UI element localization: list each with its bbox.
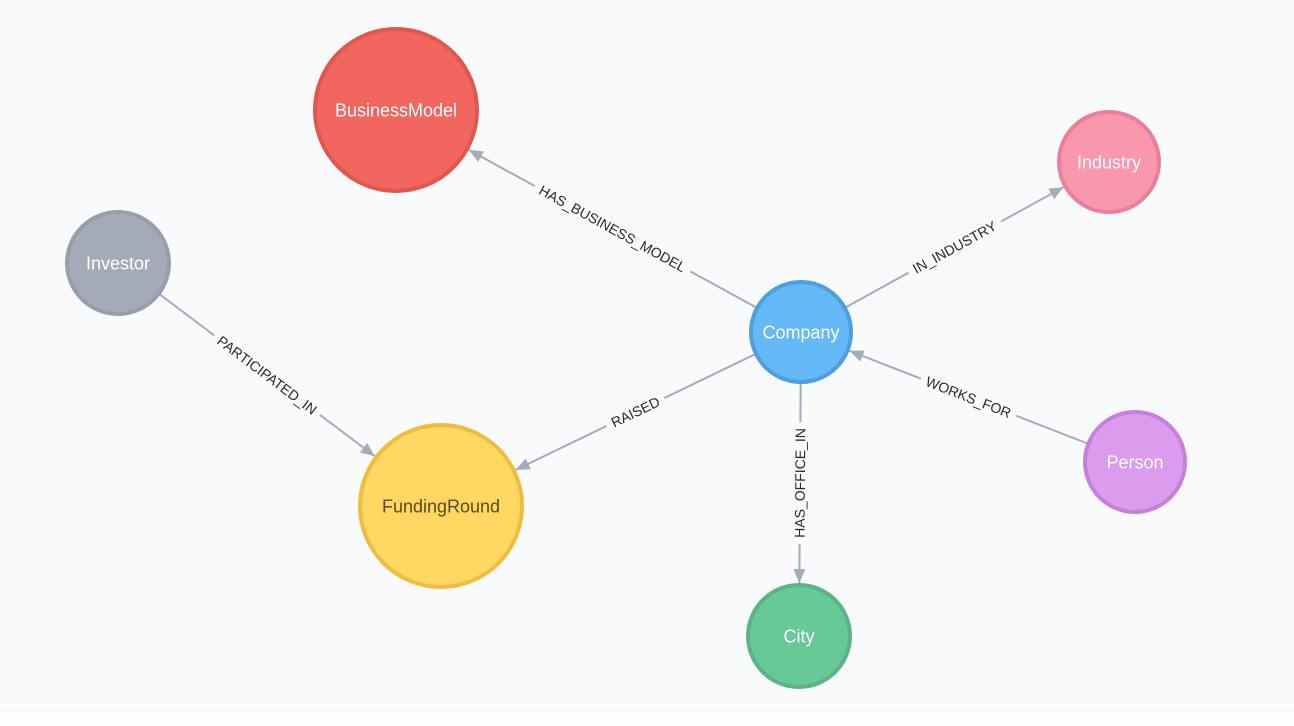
- node-circle-company[interactable]: [749, 280, 853, 384]
- node-funding-round[interactable]: FundingRound: [358, 423, 524, 589]
- node-circle-industry[interactable]: [1057, 110, 1161, 214]
- edge-label-halo: [904, 213, 1006, 281]
- edge-label-has-business-model[interactable]: HAS_BUSINESS_MODEL: [536, 182, 689, 275]
- edge-label-participated-in[interactable]: PARTICIPATED_IN: [214, 333, 320, 418]
- node-industry[interactable]: Industry: [1057, 110, 1161, 214]
- edge-label-halo: [208, 328, 326, 423]
- node-circle-person[interactable]: [1083, 410, 1187, 514]
- node-circle-city[interactable]: [746, 583, 852, 689]
- node-circle-investor[interactable]: [65, 210, 171, 316]
- edge-label-halo: [530, 178, 695, 280]
- node-circle-funding-round[interactable]: [358, 423, 524, 589]
- node-investor[interactable]: Investor: [65, 210, 171, 316]
- edge-label-halo: [602, 389, 669, 435]
- node-business-model[interactable]: BusinessModel: [313, 27, 479, 193]
- edge-label-works-for[interactable]: WORKS_FOR: [924, 373, 1014, 421]
- node-circle-business-model[interactable]: [313, 27, 479, 193]
- footer-strip: [0, 711, 1294, 726]
- edge-label-in-industry[interactable]: IN_INDUSTRY: [910, 217, 1000, 276]
- edge-label-halo: [790, 422, 810, 544]
- node-person[interactable]: Person: [1083, 410, 1187, 514]
- edge-label-has-office-in[interactable]: HAS_OFFICE_IN: [792, 428, 809, 538]
- node-city[interactable]: City: [746, 583, 852, 689]
- edge-label-halo: [917, 370, 1020, 425]
- node-company[interactable]: Company: [749, 280, 853, 384]
